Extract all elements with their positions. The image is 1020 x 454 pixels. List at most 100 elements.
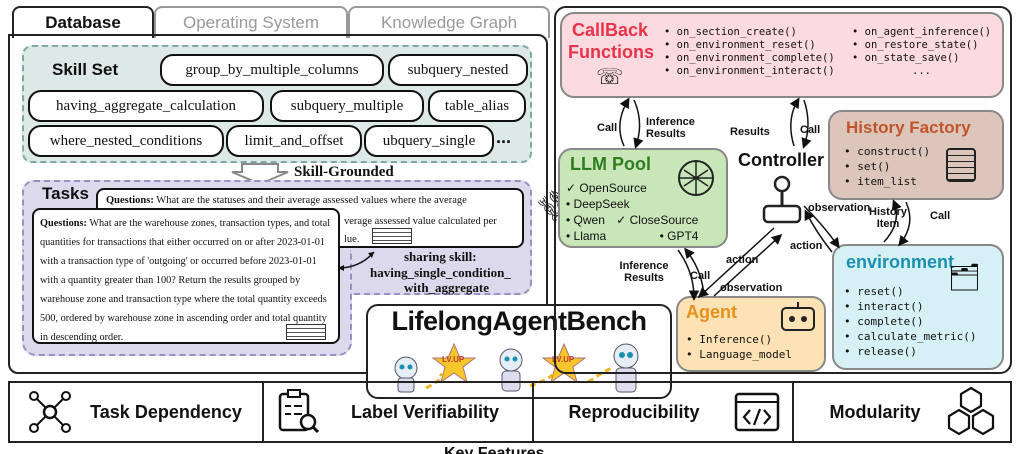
callback-box <box>560 12 1004 98</box>
skill-grounded-arrow <box>231 163 289 186</box>
question-tail-2: lue. <box>344 234 360 245</box>
clipboard-check-icon <box>278 389 320 434</box>
callback-list-col2: • on_agent_inference() • on_restore_stat… <box>852 26 991 78</box>
arrow-label-observation: observation <box>720 282 783 294</box>
skill-chip: having_aggregate_calculation <box>28 90 264 122</box>
agent-item: • Inference() <box>686 333 773 346</box>
skill-chip: limit_and_offset <box>226 125 362 157</box>
callback-item: • on_environment_complete() <box>664 52 835 64</box>
environment-item: • calculate_metric() <box>844 330 977 343</box>
tasks-title: Tasks <box>42 184 89 203</box>
robot-icon <box>394 356 418 393</box>
cut-off-caption: Key Features <box>444 445 545 454</box>
joystick-icon <box>762 175 802 224</box>
environment-item: • interact() <box>844 300 924 313</box>
callback-list-col1: • on_section_create() • on_environment_r… <box>664 26 835 78</box>
robot-head-icon <box>781 302 815 331</box>
skill-chip: ubquery_single <box>364 125 494 157</box>
arrow-label-action: action <box>726 254 759 266</box>
code-window-icon <box>734 392 780 432</box>
divider <box>262 383 264 441</box>
scroll-icon <box>946 148 976 182</box>
network-icon <box>678 160 714 196</box>
arrow-label-action: action <box>790 240 823 252</box>
table-icon <box>286 324 326 340</box>
task-dependency-icon <box>29 391 71 433</box>
history-factory-box <box>828 110 1004 200</box>
divider <box>792 383 794 441</box>
hexagon-modules-icon <box>947 386 995 436</box>
callback-item: • on_environment_reset() <box>664 39 816 51</box>
divider <box>532 383 534 441</box>
llm-pool-title: LLM Pool <box>570 154 651 174</box>
tab-knowledge-graph[interactable]: Knowledge Graph <box>348 6 550 38</box>
modularity-label: Modularity <box>829 401 921 422</box>
architecture-panel <box>554 6 1012 374</box>
task-dependency-label: Task Dependency <box>90 401 242 422</box>
callback-item: ... <box>912 65 931 77</box>
arrow-label-history-item: History Item <box>869 206 907 230</box>
robot-icon <box>613 343 639 393</box>
llm-list: ✓ OpenSource • DeepSeek • Qwen ✓ CloseSo… <box>566 180 698 244</box>
flow-arrows <box>619 97 911 301</box>
arrow-label-results: Results <box>730 126 770 138</box>
history-factory-title: History Factory <box>846 118 971 137</box>
skill-chip: group_by_multiple_columns <box>160 54 384 86</box>
question-tail-1: verage assessed value calculated per <box>344 216 497 227</box>
reproducibility-label: Reproducibility <box>568 401 700 422</box>
callback-item: • on_agent_inference() <box>852 26 992 38</box>
callback-item: • on_state_save() <box>852 52 960 64</box>
environment-list: • reset() • interact() • complete() • ca… <box>844 284 976 359</box>
arrow-label-inference-results: Inference Results <box>619 260 669 284</box>
llm-pool-box <box>558 148 728 248</box>
skill-ellipsis: ... <box>496 127 512 147</box>
shared-skill-name: having_single_condition_ <box>370 265 511 280</box>
question-card-front: Questions: What are the warehouse zones,… <box>32 208 340 344</box>
skill-grounded-label: Skill-Grounded <box>294 164 394 180</box>
environment-item: • release() <box>844 345 917 358</box>
history-item: • set() <box>844 160 891 173</box>
level-up-badge: LV.UP <box>552 355 575 364</box>
history-item: • item_list <box>844 175 917 188</box>
label-verifiability-label: Label Verifiability <box>350 401 500 422</box>
callback-item: • on_restore_state() <box>852 39 979 51</box>
arrow-label-call: Call <box>800 124 821 136</box>
callback-item: • on_environment_interact() <box>664 65 835 77</box>
sharing-skill-label: sharing skill: <box>404 249 477 264</box>
skill-chip: subquery_nested <box>388 54 528 86</box>
database-panel <box>8 34 548 374</box>
phone-callback-icon: ☏ <box>596 64 624 89</box>
brand-title: LifelongAgentBench <box>391 306 648 336</box>
arrow-label-call: Call <box>930 210 951 222</box>
level-up-badge: LV.UP <box>442 355 465 364</box>
controller-label: Controller <box>738 150 825 170</box>
environment-item: • reset() <box>844 285 904 298</box>
arrow-label-call: Call <box>690 270 711 282</box>
skill-chip: table_alias <box>428 90 526 122</box>
tab-operating-system[interactable]: Operating System <box>154 6 348 38</box>
agent-item: • Language_model <box>686 348 792 361</box>
skill-chip: subquery_multiple <box>270 90 424 122</box>
table-icon <box>372 228 412 244</box>
agent-list: • Inference() • Language_model <box>686 332 792 362</box>
environment-box <box>832 244 1004 370</box>
llm-item: • DeepSeek <box>566 197 630 211</box>
callback-title: CallBack <box>572 20 649 40</box>
skill-set-title: Skill Set <box>52 60 119 79</box>
llm-item: • Qwen ✓ CloseSource <box>566 213 699 227</box>
level-up-star-icon <box>431 342 477 384</box>
agent-title: Agent <box>686 302 737 322</box>
llm-item: ✓ OpenSource <box>566 181 647 195</box>
features-bar <box>8 381 1012 443</box>
callback-title: Functions <box>568 42 654 62</box>
environment-title: environment <box>846 252 955 272</box>
shared-skill-name: with_aggregate <box>404 280 489 295</box>
arrow-label-observation: observation <box>808 202 871 214</box>
arrow-label-inference-results: Inference Results <box>646 116 695 140</box>
environment-item: • complete() <box>844 315 924 328</box>
skill-chip: where_nested_conditions <box>28 125 224 157</box>
sharing-link <box>337 251 375 271</box>
arrow-label-call: Call <box>597 122 618 134</box>
tab-database[interactable]: Database <box>12 6 154 38</box>
history-list: • construct() • set() • item_list <box>844 144 930 189</box>
